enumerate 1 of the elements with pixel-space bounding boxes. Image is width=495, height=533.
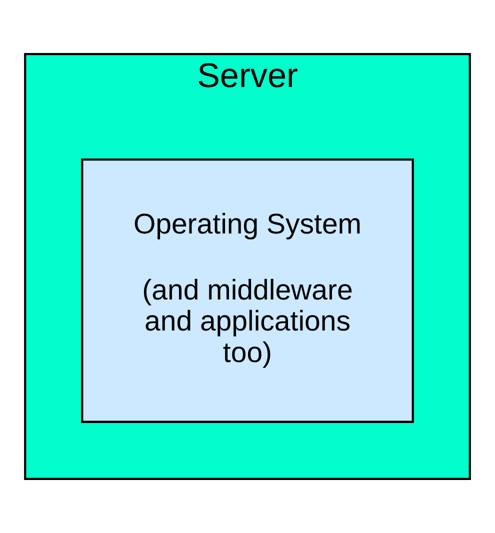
node-box: Operating System (and middleware and applications too) <box>81 158 414 423</box>
